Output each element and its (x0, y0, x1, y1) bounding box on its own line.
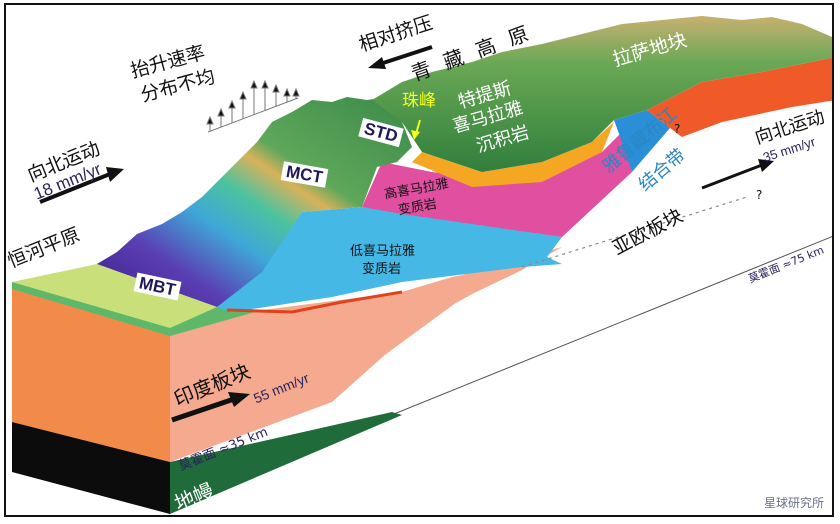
arrow-indian-plate-icon (171, 392, 250, 423)
label-question-mark-lower: ? (756, 188, 763, 202)
main-himalayan-thrust-line (226, 290, 403, 314)
diagram-frame: 抬升速率 分布不均 相对挤压 青 藏 高 原 拉萨地块 珠峰 特提斯 喜马拉雅 … (4, 3, 834, 517)
block-diagram-scene (12, 16, 832, 514)
sediment-layer-edge (12, 282, 170, 336)
sediment-side-wedge (170, 307, 262, 336)
everest-pointer-icon (411, 119, 421, 140)
indian-plate-front-face (12, 287, 170, 462)
lesser-himalaya-unit (217, 207, 562, 312)
arrow-left-motion-icon (39, 167, 124, 204)
lower-boundary-line (393, 236, 832, 415)
arrow-compression-icon (368, 45, 433, 69)
ganges-plain-top (12, 264, 217, 330)
label-everest: 珠峰 (402, 91, 436, 111)
label-lesser-himalaya-line2: 变质岩 (362, 262, 402, 277)
mantle-front-face (12, 422, 170, 514)
label-question-mark-upper: ? (674, 122, 681, 136)
lhasa-red-block (647, 57, 832, 137)
suture-zone-unit (614, 110, 670, 172)
label-lesser-himalaya-line1: 低喜马拉雅 (350, 244, 416, 259)
tethyan-sediment-band (412, 122, 614, 187)
watermark-text: 星球研究所 (763, 496, 824, 510)
moho-dashed-line (521, 196, 748, 268)
tibetan-plateau-terrain (372, 16, 832, 172)
indian-crust-lower (170, 247, 562, 462)
himalaya-terrain (97, 97, 412, 307)
arrow-right-motion-icon (701, 159, 774, 190)
uplift-arrows-icon (206, 79, 300, 133)
mantle-side-face (170, 412, 402, 514)
